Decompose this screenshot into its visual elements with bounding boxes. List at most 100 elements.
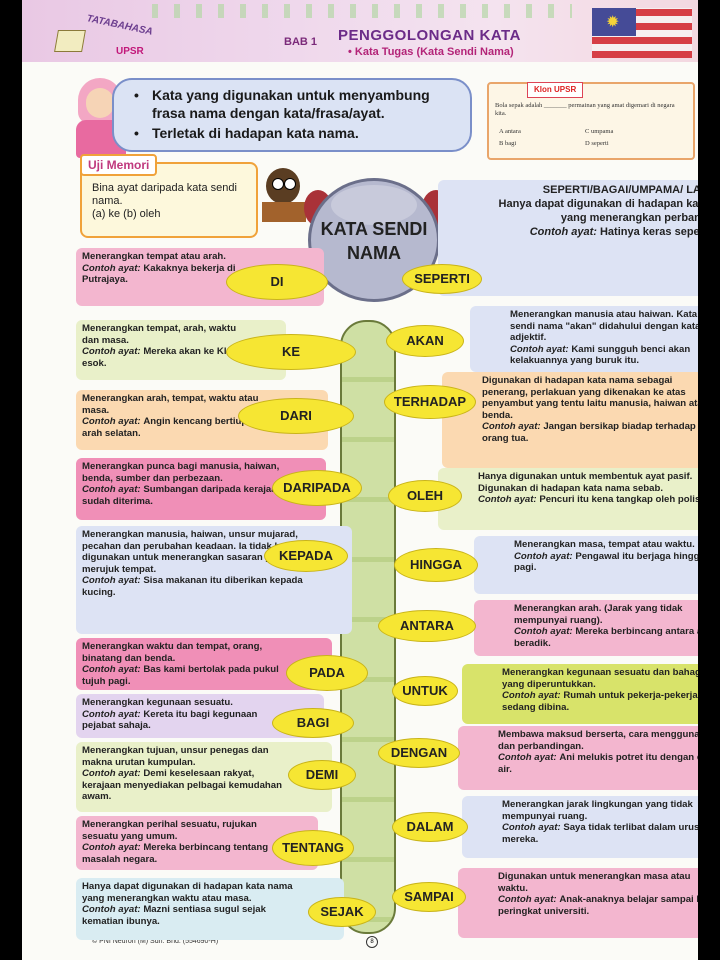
example-sentence: Mereka berbincang tentang masalah negara… <box>82 842 269 865</box>
uji-memori-box: Uji Memori Bina ayat daripada kata sendi… <box>80 154 258 238</box>
definition-bullet-2: Terletak di hadapan kata nama. <box>134 124 462 142</box>
example-label: Contoh ayat: <box>82 904 141 915</box>
word-pill-akan: AKAN <box>386 325 464 357</box>
right-desc-text: Menerangkan masa, tempat atau waktu. <box>514 539 695 550</box>
header-banner: TATABAHASA UPSR BAB 1 PENGGOLONGAN KATA … <box>22 0 698 62</box>
example-sentence: Pencuri itu kena tangkap oleh polis. <box>539 494 698 505</box>
klon-option-d: D seperti <box>585 140 609 147</box>
definition-bullet-1: Kata yang digunakan untuk menyambung fra… <box>134 86 462 122</box>
left-desc-text: Menerangkan tempat atau arah. <box>82 251 226 262</box>
tatabahasa-logo: TATABAHASA UPSR <box>54 13 176 57</box>
right-desc-box-seperti: SEPERTI/BAGAI/UMPAMA/ LAKSANA Hanya dapat… <box>438 180 698 296</box>
right-desc-box-dalam: Menerangkan jarak lingkungan yang tidak … <box>462 796 698 858</box>
word-pill-dalam: DALAM <box>392 812 468 842</box>
page-title: PENGGOLONGAN KATA <box>338 27 521 44</box>
word-pill-sejak: SEJAK <box>308 897 376 927</box>
left-desc-text: Menerangkan tempat, arah, waktu dan masa… <box>82 323 237 346</box>
word-pill-seperti: SEPERTI <box>402 264 482 294</box>
page-subtitle: • Kata Tugas (Kata Sendi Nama) <box>348 46 514 58</box>
left-desc-text: Menerangkan punca bagi manusia, haiwan, … <box>82 461 280 484</box>
example-sentence: Kereta itu bagi kegunaan pejabat sahaja. <box>82 708 258 732</box>
example-sentence: Mereka akan ke Klang esok. <box>82 346 244 369</box>
left-desc-text: Menerangkan manusia, haiwan, unsur mujar… <box>82 529 301 575</box>
right-desc-text: Hanya dapat digunakan di hadapan kata na… <box>498 198 698 224</box>
example-sentence: Kakaknya bekerja di Putrajaya. <box>82 262 236 286</box>
right-desc-text: Menerangkan manusia atau haiwan. Kata se… <box>510 309 698 343</box>
chapter-label: BAB 1 <box>284 36 318 48</box>
right-desc-box-akan: Menerangkan manusia atau haiwan. Kata se… <box>470 306 698 372</box>
example-label: Contoh ayat: <box>82 768 141 779</box>
left-desc-box-sejak: Hanya dapat digunakan di hadapan kata na… <box>76 878 344 940</box>
right-desc-heading: SEPERTI/BAGAI/UMPAMA/ LAKSANA <box>542 184 698 196</box>
left-desc-text: Menerangkan arah, tempat, waktu atau mas… <box>82 393 259 416</box>
example-sentence: Angin kencang bertiup dari arah selatan. <box>82 416 268 439</box>
right-desc-box-antara: Menerangkan arah. (Jarak yang tidak memp… <box>474 600 698 656</box>
example-sentence: Hatinya keras seperti batu. <box>599 226 698 238</box>
right-desc-text: Hanya digunakan untuk membentuk ayat pas… <box>478 471 693 494</box>
example-label: Contoh ayat: <box>82 842 141 853</box>
page-number: 8 <box>366 936 378 948</box>
example-label: Contoh ayat: <box>510 343 569 355</box>
word-pill-di: DI <box>226 264 328 300</box>
word-pill-sampai: SAMPAI <box>392 882 466 912</box>
example-label: Contoh ayat: <box>498 752 557 763</box>
example-sentence: Anak-anaknya belajar sampai ke peringkat… <box>498 894 698 917</box>
example-label: Contoh ayat: <box>514 626 573 637</box>
example-sentence: Demi keselesaan rakyat, kerajaan menyedi… <box>82 768 282 802</box>
example-label: Contoh ayat: <box>498 894 557 905</box>
uji-memori-tab: Uji Memori <box>80 154 158 176</box>
right-desc-box-oleh: Hanya digunakan untuk membentuk ayat pas… <box>438 468 698 530</box>
word-pill-dari: DARI <box>238 398 354 434</box>
word-pill-untuk: UNTUK <box>392 676 458 706</box>
example-label: Contoh ayat: <box>82 416 141 427</box>
example-sentence: Jangan bersikap biadap terhadap orang tu… <box>482 421 696 444</box>
copyright-footer: © PNI Neuron (M) Sdn. Bhd. (554690-H) <box>92 938 219 945</box>
left-desc-text: Hanya dapat digunakan di hadapan kata na… <box>82 881 293 904</box>
example-label: Contoh ayat: <box>82 262 141 274</box>
klon-tag: Klon UPSR <box>527 82 584 98</box>
example-label: Contoh ayat: <box>502 690 561 701</box>
right-desc-text: Membawa maksud berserta, cara menggunaka… <box>498 729 698 752</box>
star-icon: ✹ <box>606 14 620 31</box>
word-pill-kepada: KEPADA <box>264 540 348 572</box>
page: TATABAHASA UPSR BAB 1 PENGGOLONGAN KATA … <box>22 0 698 960</box>
klon-option-b: B bagi <box>499 140 517 147</box>
example-label: Contoh ayat: <box>82 346 141 357</box>
left-desc-text: Menerangkan waktu dan tempat, orang, bin… <box>82 641 263 664</box>
example-sentence: Sumbangan daripada kerajaan sudah diteri… <box>82 484 283 507</box>
word-pill-tentang: TENTANG <box>272 830 354 866</box>
example-sentence: Ani melukis potret itu dengan cat air. <box>498 752 698 775</box>
word-pill-ke: KE <box>226 334 356 370</box>
klon-upsr-box: Klon UPSR Bola sepak adalah _______ perm… <box>487 82 695 160</box>
right-desc-text: Menerangkan jarak lingkungan yang tidak … <box>502 799 693 822</box>
example-sentence: Saya tidak terlibat dalam urusan mereka. <box>502 822 698 845</box>
example-label: Contoh ayat: <box>82 575 141 586</box>
left-desc-text: Menerangkan kegunaan sesuatu. <box>82 697 233 708</box>
example-label: Contoh ayat: <box>482 421 541 432</box>
owl-teacher-illustration <box>262 168 306 224</box>
example-label: Contoh ayat: <box>478 494 537 505</box>
klon-option-c: C umpama <box>585 128 614 135</box>
word-pill-oleh: OLEH <box>388 480 462 512</box>
book-icon <box>54 30 86 52</box>
right-desc-text: Menerangkan kegunaan sesuatu dan bahagia… <box>502 667 698 690</box>
example-sentence: Kami sungguh benci akan kelakuannya yang… <box>510 343 691 367</box>
example-sentence: Rumah untuk pekerja-pekerja sedang dibin… <box>502 690 698 713</box>
word-pill-antara: ANTARA <box>378 610 476 642</box>
definition-bubble: Kata yang digunakan untuk menyambung fra… <box>112 78 472 152</box>
right-desc-text: Digunakan untuk menerangkan masa atau wa… <box>498 871 691 894</box>
malaysia-flag-icon: ✹ <box>592 8 692 58</box>
example-sentence: Mereka berbincang antara adik-beradik. <box>514 626 698 649</box>
word-pill-terhadap: TERHADAP <box>384 385 476 419</box>
right-desc-box-untuk: Menerangkan kegunaan sesuatu dan bahagia… <box>462 664 698 724</box>
example-label: Contoh ayat: <box>502 822 561 833</box>
left-desc-box-tentang: Menerangkan perihal sesuatu, rujukan ses… <box>76 816 318 870</box>
word-pill-pada: PADA <box>286 655 368 691</box>
left-desc-text: Menerangkan perihal sesuatu, rujukan ses… <box>82 819 257 842</box>
uji-memori-instruction: Bina ayat daripada kata sendi nama. <box>92 182 237 207</box>
word-pill-bagi: BAGI <box>272 708 354 738</box>
right-desc-box-terhadap: Digunakan di hadapan kata nama sebagai p… <box>442 372 698 468</box>
logo-text-bottom: UPSR <box>116 46 144 57</box>
example-sentence: Mazni sentiasa sugul sejak kematian ibun… <box>82 904 266 927</box>
example-sentence: Pengawal itu berjaga hingga pagi. <box>514 550 698 574</box>
